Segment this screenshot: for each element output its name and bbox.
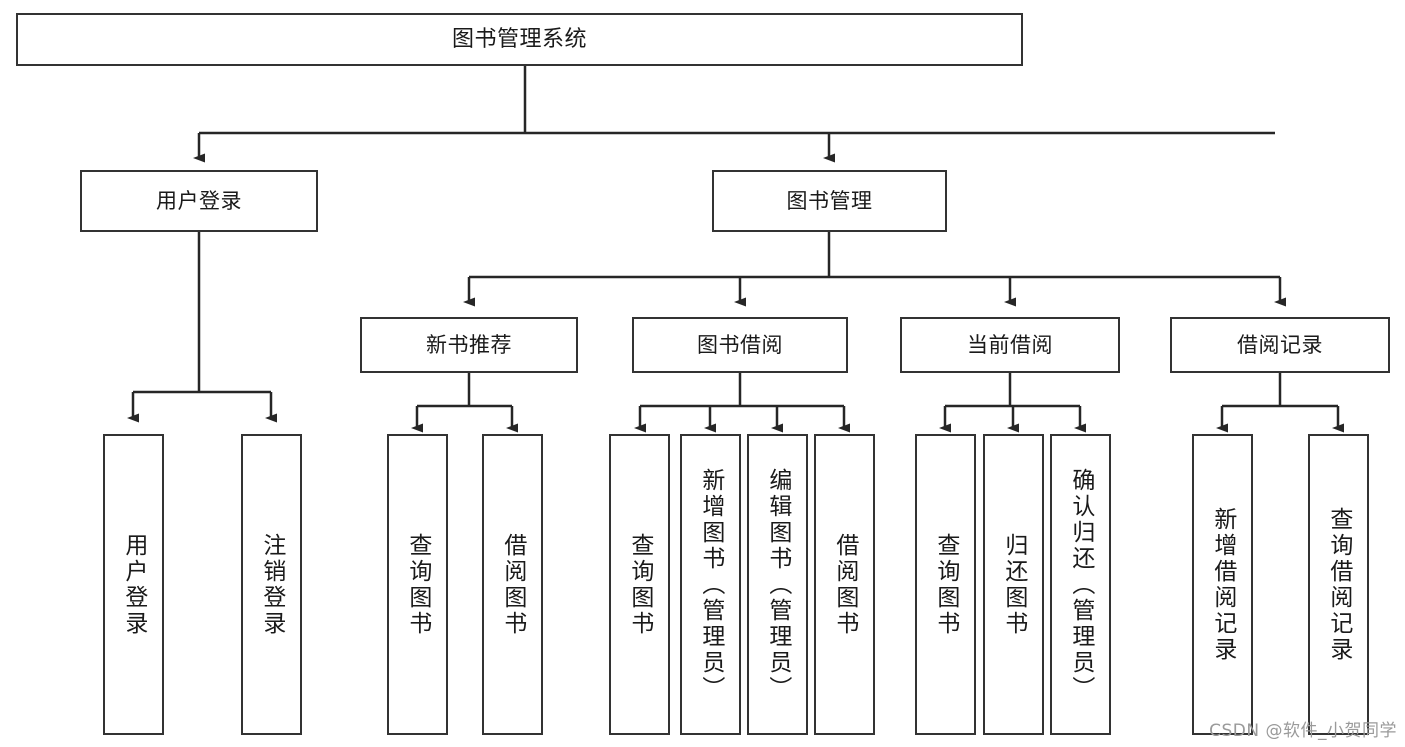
node-new-book-recommend[interactable]: 新书推荐 [360,317,578,373]
node-label: 图书借阅 [697,332,783,357]
node-label: 借阅图书 [831,532,858,637]
node-label: 查询借阅记录 [1325,506,1352,663]
node-label: 用户登录 [156,188,242,213]
leaf-query-book-borrow[interactable]: 查询图书 [609,434,670,735]
node-book-borrow[interactable]: 图书借阅 [632,317,848,373]
leaf-user-login[interactable]: 用户登录 [103,434,164,735]
node-label: 新增图书（管理员） [697,467,724,702]
csdn-watermark: CSDN @软件_小贺同学 [1209,721,1397,741]
node-current-borrow[interactable]: 当前借阅 [900,317,1120,373]
node-label: 借阅图书 [499,532,526,637]
node-label: 图书管理 [786,188,873,213]
node-label: 查询图书 [932,532,959,637]
leaf-query-book-recommend[interactable]: 查询图书 [387,434,448,735]
node-borrow-record[interactable]: 借阅记录 [1170,317,1390,373]
node-label: 编辑图书（管理员） [764,467,791,702]
node-root-book-management-system[interactable]: 图书管理系统 [16,13,1023,66]
leaf-add-book-admin[interactable]: 新增图书（管理员） [680,434,741,735]
leaf-edit-book-admin[interactable]: 编辑图书（管理员） [747,434,808,735]
leaf-add-borrow-record[interactable]: 新增借阅记录 [1192,434,1253,735]
node-label: 新书推荐 [426,332,512,357]
node-label: 归还图书 [1000,532,1027,637]
node-label: 新增借阅记录 [1209,506,1236,663]
node-label: 借阅记录 [1237,332,1323,357]
leaf-logout-login[interactable]: 注销登录 [241,434,302,735]
leaf-return-book[interactable]: 归还图书 [983,434,1044,735]
leaf-confirm-return-admin[interactable]: 确认归还（管理员） [1050,434,1111,735]
node-label: 用户登录 [120,532,147,637]
leaf-query-book-current[interactable]: 查询图书 [915,434,976,735]
node-label: 注销登录 [258,532,285,637]
node-label: 查询图书 [404,532,431,637]
leaf-query-borrow-record[interactable]: 查询借阅记录 [1308,434,1369,735]
node-book-management[interactable]: 图书管理 [712,170,947,232]
node-label: 当前借阅 [967,332,1053,357]
node-label: 图书管理系统 [451,26,587,52]
leaf-borrow-book-recommend[interactable]: 借阅图书 [482,434,543,735]
node-label: 查询图书 [626,532,653,637]
node-label: 确认归还（管理员） [1067,467,1094,702]
leaf-borrow-book[interactable]: 借阅图书 [814,434,875,735]
node-user-login[interactable]: 用户登录 [80,170,318,232]
